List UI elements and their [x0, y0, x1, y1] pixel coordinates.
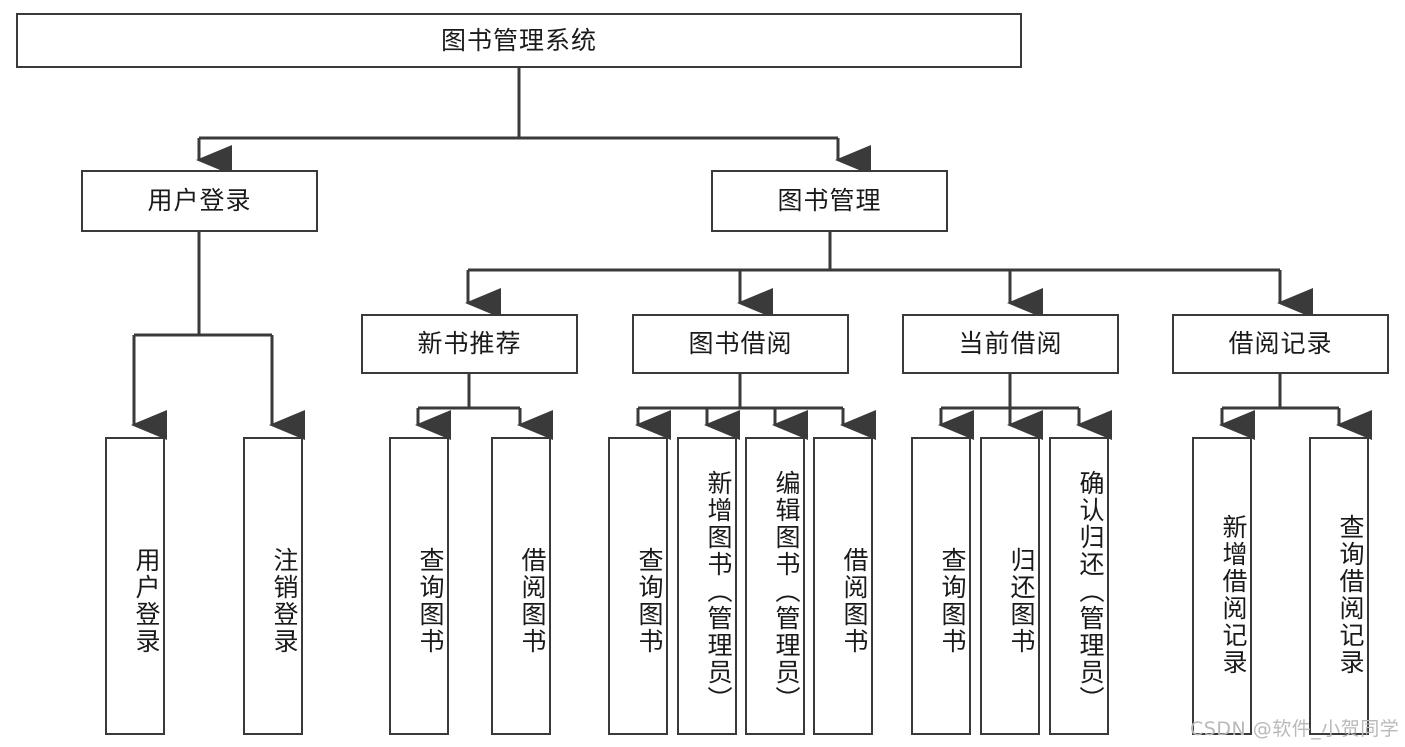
node-label: 用户登录: [132, 547, 161, 655]
node-label: 查询借阅记录: [1336, 514, 1365, 676]
leaf-borrow-edit-book-admin[interactable]: 编辑图书（管理员）: [745, 437, 805, 735]
node-label: 图书管理系统: [440, 25, 597, 55]
csdn-watermark: CSDN @软件_小贺同学: [1190, 718, 1400, 740]
node-label: 新增借阅记录: [1219, 514, 1248, 676]
leaf-borrow-add-book-admin[interactable]: 新增图书（管理员）: [677, 437, 737, 735]
node-current-borrowing[interactable]: 当前借阅: [902, 314, 1119, 374]
node-label: 查询图书: [635, 547, 664, 655]
leaf-borrow-query-book[interactable]: 查询图书: [608, 437, 668, 735]
node-label: 借阅记录: [1228, 329, 1333, 359]
leaf-user-login-logout[interactable]: 注销登录: [243, 437, 303, 735]
leaf-new-book-query[interactable]: 查询图书: [389, 437, 449, 735]
node-root-book-management-system[interactable]: 图书管理系统: [16, 13, 1022, 68]
node-new-book-recommendation[interactable]: 新书推荐: [361, 314, 578, 374]
node-label: 用户登录: [147, 186, 252, 216]
node-label: 当前借阅: [958, 329, 1063, 359]
leaf-borrow-borrow-book[interactable]: 借阅图书: [813, 437, 873, 735]
leaf-current-query-book[interactable]: 查询图书: [911, 437, 971, 735]
leaf-user-login-login[interactable]: 用户登录: [105, 437, 165, 735]
node-book-borrowing[interactable]: 图书借阅: [632, 314, 849, 374]
node-label: 注销登录: [270, 547, 299, 655]
node-book-management[interactable]: 图书管理: [711, 170, 948, 232]
leaf-record-query-record[interactable]: 查询借阅记录: [1309, 437, 1369, 735]
node-label: 新书推荐: [417, 329, 522, 359]
node-label: 归还图书: [1007, 547, 1036, 655]
leaf-record-add-record[interactable]: 新增借阅记录: [1192, 437, 1252, 735]
node-label: 图书借阅: [688, 329, 793, 359]
node-borrowing-record[interactable]: 借阅记录: [1172, 314, 1389, 374]
node-label: 确认归还（管理员）: [1076, 469, 1105, 713]
node-label: 图书管理: [777, 186, 882, 216]
node-label: 新增图书（管理员）: [704, 469, 733, 713]
node-label: 借阅图书: [518, 547, 547, 655]
node-label: 查询图书: [938, 547, 967, 655]
node-label: 借阅图书: [840, 547, 869, 655]
node-label: 编辑图书（管理员）: [772, 469, 801, 713]
leaf-new-book-borrow[interactable]: 借阅图书: [491, 437, 551, 735]
leaf-current-confirm-return-admin[interactable]: 确认归还（管理员）: [1049, 437, 1109, 735]
leaf-current-return-book[interactable]: 归还图书: [980, 437, 1040, 735]
node-user-login[interactable]: 用户登录: [81, 170, 318, 232]
node-label: 查询图书: [416, 547, 445, 655]
